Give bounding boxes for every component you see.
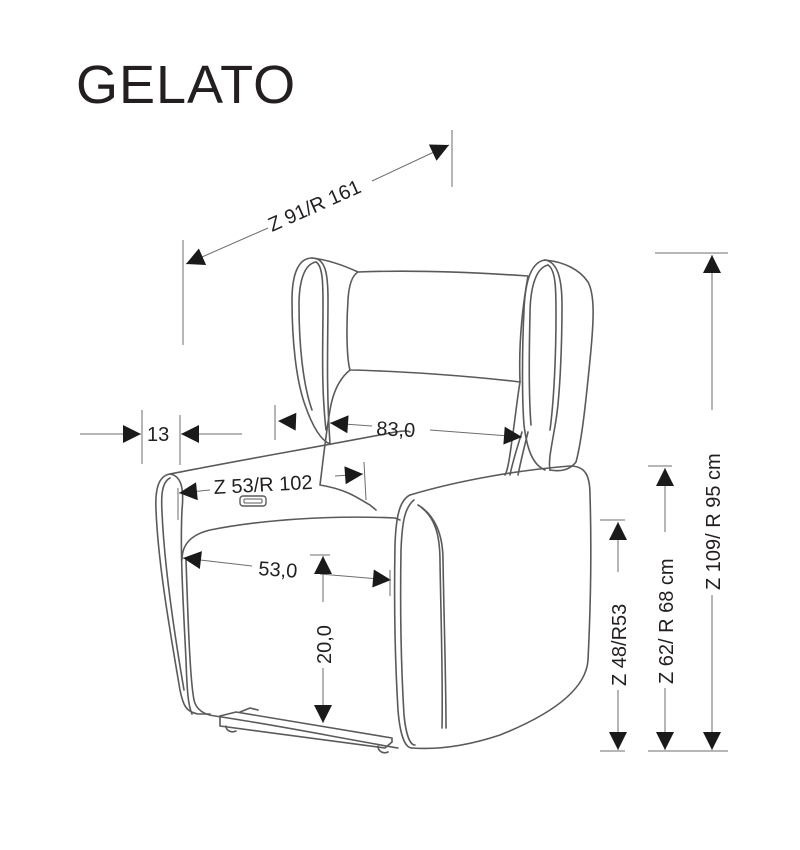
back-cushion <box>319 369 377 511</box>
dimension-labels: Z 91/R 161 13 83,0 Z 53/R 102 53,0 20,0 … <box>147 176 725 686</box>
product-title: GELATO <box>76 55 297 115</box>
arm-length-label: Z 53/R 102 <box>213 472 313 499</box>
back-width-label: 83,0 <box>376 418 416 442</box>
arm-width-label: 13 <box>147 424 169 446</box>
headrest <box>346 270 529 383</box>
seat-cushion <box>181 516 401 561</box>
recliner-button-icon <box>239 495 267 507</box>
cushion-height-label: 20,0 <box>314 625 336 664</box>
chair-outline <box>155 257 594 754</box>
footrest <box>219 707 393 754</box>
right-arm <box>393 465 592 750</box>
left-wing <box>291 257 359 445</box>
depth-label: Z 91/R 161 <box>265 176 364 236</box>
total-height-label: Z 109/ R 95 cm <box>703 453 725 590</box>
arm-height-label: Z 62/ R 68 cm <box>656 558 678 684</box>
right-wing <box>521 259 594 472</box>
seat-width-label: 53,0 <box>258 558 298 583</box>
seat-height-label: Z 48/R53 <box>609 604 631 686</box>
dimension-lines <box>80 130 728 752</box>
